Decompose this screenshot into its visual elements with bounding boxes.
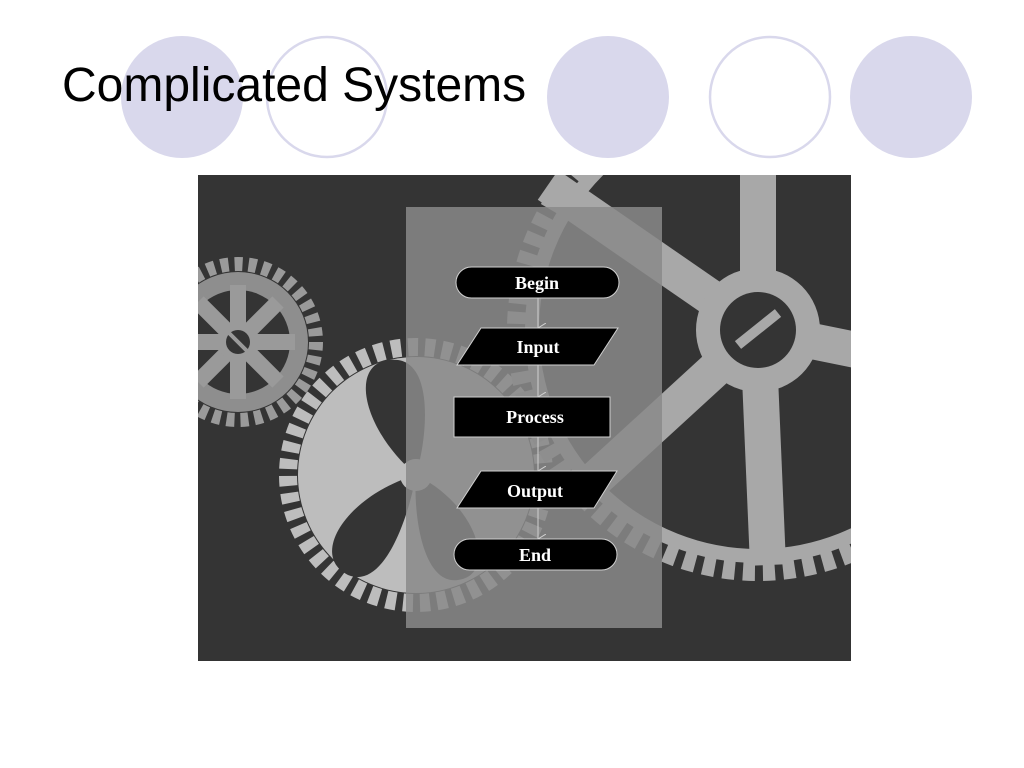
node-input: Input: [456, 327, 619, 366]
node-process: Process: [453, 396, 611, 438]
node-output-label: Output: [507, 481, 563, 501]
gear-icon: [198, 257, 323, 427]
decor-circle-5: [850, 36, 972, 158]
node-process-label: Process: [506, 407, 564, 427]
slide-title: Complicated Systems: [62, 59, 527, 112]
node-end: End: [453, 538, 618, 571]
node-begin-label: Begin: [515, 273, 559, 293]
decor-circle-2: [265, 35, 389, 159]
flowchart-figure: Begin Input Process Output End: [198, 175, 851, 661]
flowchart-svg: Begin Input Process Output End: [198, 175, 851, 661]
node-output: Output: [456, 470, 618, 509]
decor-circle-1: [121, 36, 243, 158]
decor-circle-3: [547, 36, 669, 158]
node-begin: Begin: [455, 266, 620, 299]
node-end-label: End: [519, 545, 551, 565]
node-input-label: Input: [516, 337, 559, 357]
decorative-circles: [121, 35, 972, 159]
decor-circle-4: [708, 35, 832, 159]
